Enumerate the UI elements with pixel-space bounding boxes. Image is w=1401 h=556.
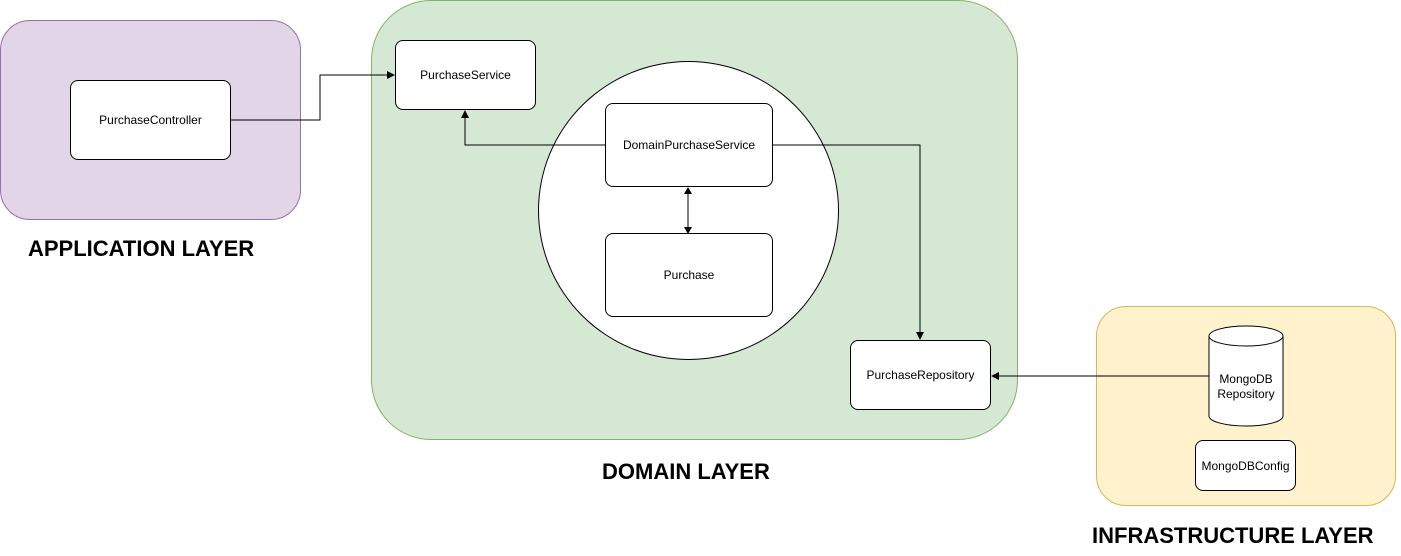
purchase-controller-node[interactable]: PurchaseController bbox=[70, 80, 231, 160]
purchase-node[interactable]: Purchase bbox=[605, 233, 773, 317]
domain-purchase-service-node[interactable]: DomainPurchaseService bbox=[605, 103, 773, 187]
edge-controller-to-service bbox=[230, 71, 395, 121]
mongodb-repository-label-line2: Repository bbox=[1217, 387, 1275, 401]
purchase-repository-node[interactable]: PurchaseRepository bbox=[850, 340, 991, 410]
infrastructure-layer-title: INFRASTRUCTURE LAYER bbox=[1092, 523, 1374, 548]
mongodb-config-node[interactable]: MongoDBConfig bbox=[1195, 440, 1296, 491]
database-cylinder-icon bbox=[1208, 325, 1284, 427]
purchase-service-node[interactable]: PurchaseService bbox=[395, 40, 536, 110]
application-layer-title: APPLICATION LAYER bbox=[28, 236, 255, 261]
arrowhead-up bbox=[684, 187, 692, 194]
mongodb-repository-node[interactable]: MongoDB Repository bbox=[1209, 372, 1283, 402]
edge-domainservice-to-repository bbox=[772, 144, 924, 340]
edge-domainservice-to-service bbox=[461, 110, 605, 146]
arrowhead-down bbox=[684, 227, 692, 234]
mongodb-repository-label-line1: MongoDB bbox=[1219, 372, 1273, 386]
domain-layer-title: DOMAIN LAYER bbox=[602, 459, 770, 484]
